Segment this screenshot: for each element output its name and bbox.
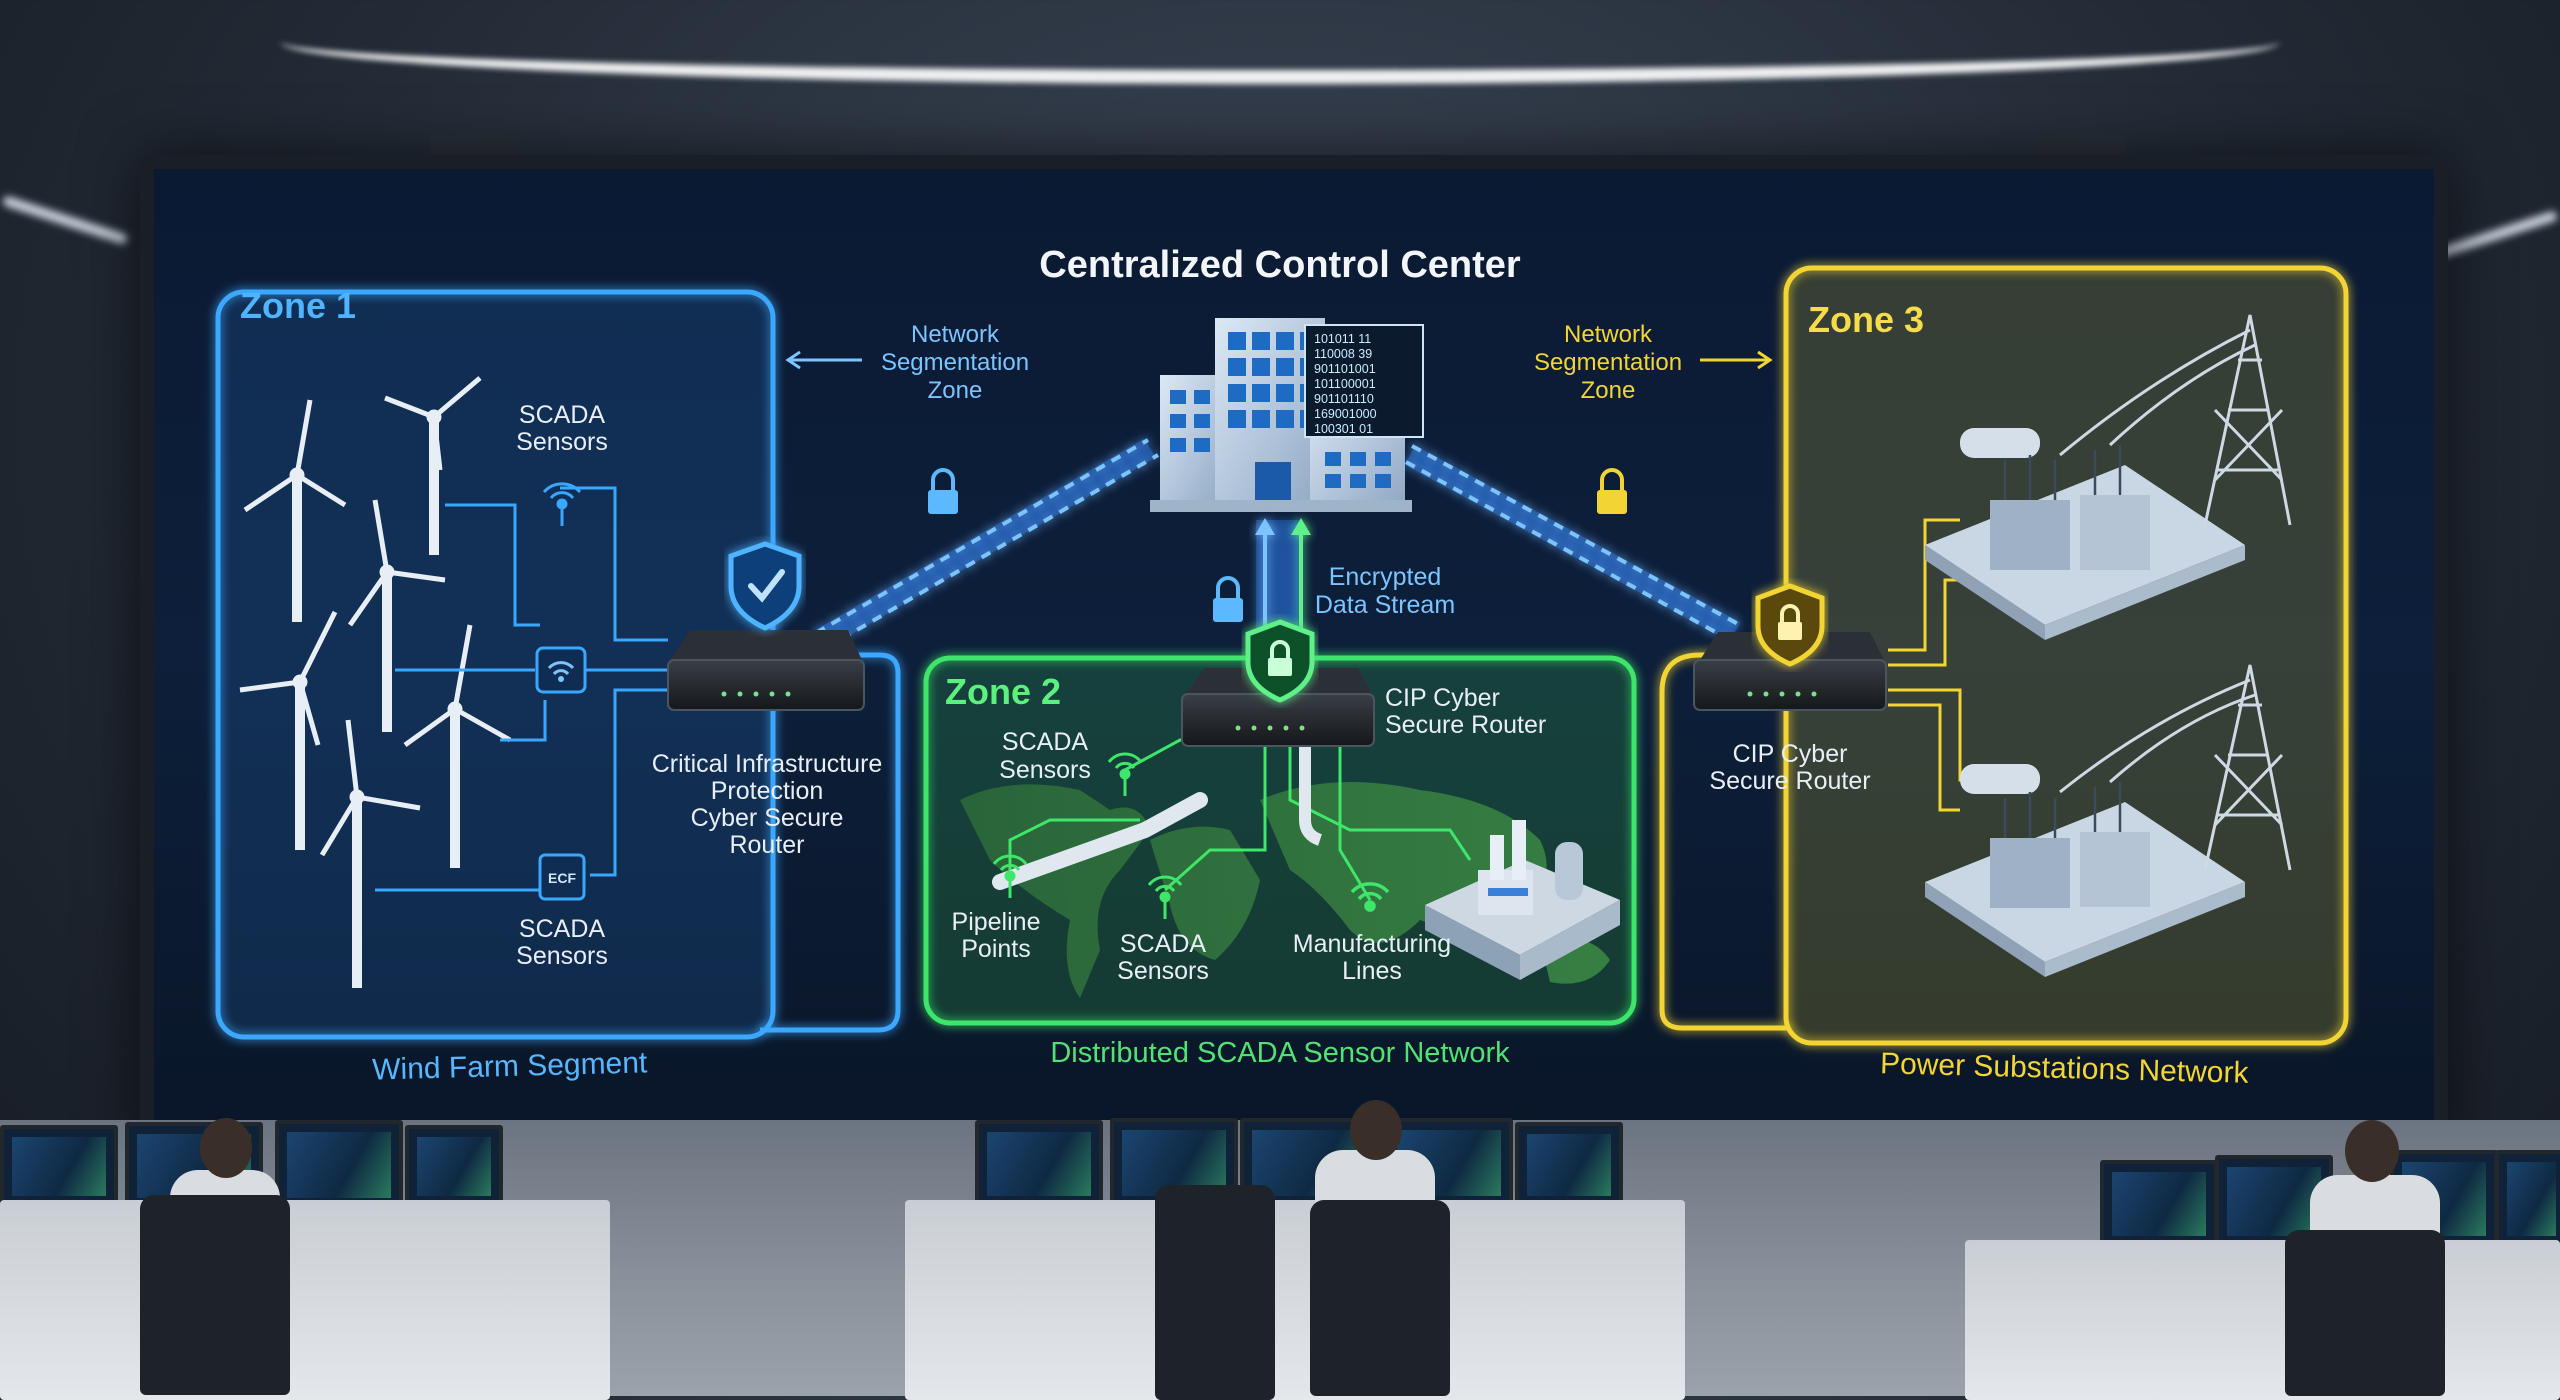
wind-turbine <box>319 719 421 988</box>
encrypted-stream-label: Encrypted <box>1329 563 1442 591</box>
z2-scada-label: SCADA <box>1120 930 1206 958</box>
wifi-gateway-icon <box>535 646 587 694</box>
segmentation-label-left: Segmentation <box>881 349 1029 376</box>
encrypted-stream-label: Data Stream <box>1315 591 1455 619</box>
router1-label: Critical Infrastructure <box>652 750 883 778</box>
router3-label: Secure Router <box>1709 767 1870 795</box>
segmentation-label-left: Network <box>911 321 1000 348</box>
binary-line: 901101001 <box>1314 362 1376 376</box>
router2-label: CIP Cyber <box>1385 684 1500 712</box>
zone1-title: Zone 1 <box>240 285 356 326</box>
lock-icon <box>1213 576 1243 622</box>
wind-turbines <box>239 376 512 988</box>
console-desk <box>905 1200 1685 1400</box>
zone3-router-box <box>1659 652 1790 1031</box>
lock-icon <box>928 468 958 514</box>
monitor <box>405 1125 503 1208</box>
monitor <box>2100 1160 2218 1248</box>
wind-turbine <box>347 499 446 732</box>
segmentation-label-right: Segmentation <box>1534 349 1682 376</box>
monitor <box>975 1120 1103 1208</box>
shield-lock-icon <box>1755 583 1825 667</box>
operator-head <box>2345 1120 2399 1182</box>
router-zone1 <box>667 630 865 711</box>
data-stream-left <box>814 438 1160 650</box>
ecf-label: ECF <box>548 870 576 886</box>
binary-line: 169001000 <box>1314 407 1377 421</box>
data-stream-right <box>1404 444 1741 642</box>
antenna-icon <box>1107 752 1143 796</box>
lock-icon <box>1597 468 1627 514</box>
manufacturing-label: Lines <box>1342 957 1402 985</box>
control-center-title: Centralized Control Center <box>1039 244 1521 286</box>
arrow-left <box>785 350 862 370</box>
wifi-sensor-icon <box>542 482 582 526</box>
monitor <box>275 1120 403 1210</box>
console-desk <box>1965 1240 2560 1400</box>
chair <box>1310 1200 1450 1396</box>
zone2-title: Zone 2 <box>945 671 1061 712</box>
segmentation-label-right: Network <box>1564 321 1653 348</box>
router1-label: Protection <box>711 777 824 805</box>
zone1-router-box <box>700 652 901 1033</box>
scada-sensors-label: Sensors <box>516 942 608 970</box>
binary-line: 901101110 <box>1314 392 1374 406</box>
segmentation-label-left: Zone <box>928 377 983 404</box>
wifi-icon <box>1350 882 1390 912</box>
scada-sensors-label: SCADA <box>519 401 605 429</box>
antenna-icon <box>1147 875 1183 919</box>
router1-label: Cyber Secure <box>691 804 844 832</box>
substation-bottom <box>1925 664 2292 977</box>
ecf-sensor-icon: ECF <box>538 853 586 901</box>
zone3-title: Zone 3 <box>1808 299 1924 340</box>
router3-label: CIP Cyber <box>1733 740 1848 768</box>
pipeline-label: Pipeline <box>952 908 1041 936</box>
binary-line: 101011 11 <box>1314 332 1371 346</box>
wind-turbine <box>384 376 482 555</box>
operator-head <box>1350 1100 1402 1160</box>
binary-line: 110008 39 <box>1314 347 1372 361</box>
scada-sensors-label: SCADA <box>519 915 605 943</box>
z2-scada-label: Sensors <box>999 756 1091 784</box>
data-stream-vertical <box>1255 518 1311 635</box>
zone2-caption: Distributed SCADA Sensor Network <box>1050 1037 1510 1069</box>
router1-label: Router <box>729 831 804 859</box>
z2-scada-label: SCADA <box>1002 728 1088 756</box>
zone1-links <box>375 486 668 892</box>
operator-head <box>200 1118 252 1178</box>
shield-lock-icon <box>1245 619 1315 703</box>
antenna-icon <box>992 854 1028 898</box>
router2-label: Secure Router <box>1385 711 1546 739</box>
binary-panel: 101011 11 110008 39 901101001 101100001 … <box>1304 324 1424 438</box>
chair <box>2285 1230 2445 1396</box>
monitor <box>1515 1122 1623 1208</box>
segmentation-label-right: Zone <box>1581 377 1636 404</box>
z2-scada-label: Sensors <box>1117 957 1209 985</box>
factory-icon <box>1425 820 1620 980</box>
monitor <box>0 1125 118 1208</box>
binary-line: 100301 01 <box>1314 422 1373 436</box>
wind-turbine <box>243 399 347 622</box>
monitor <box>2495 1150 2560 1248</box>
pipeline <box>992 792 1208 890</box>
chair <box>140 1195 290 1395</box>
wind-turbine <box>239 610 338 850</box>
pipeline-label: Points <box>961 935 1030 963</box>
chair <box>1155 1185 1275 1400</box>
substation-top <box>1925 314 2292 640</box>
shield-check-icon <box>728 541 802 631</box>
manufacturing-label: Manufacturing <box>1293 930 1451 958</box>
binary-line: 101100001 <box>1314 377 1376 391</box>
wind-turbine <box>403 624 512 868</box>
console-desk <box>0 1200 610 1400</box>
scada-sensors-label: Sensors <box>516 428 608 456</box>
zone3-caption: Power Substations Network <box>1880 1047 2250 1090</box>
arrow-right <box>1700 350 1773 370</box>
pipe-to-router <box>1299 745 1323 846</box>
zone1-caption: Wind Farm Segment <box>372 1046 649 1086</box>
